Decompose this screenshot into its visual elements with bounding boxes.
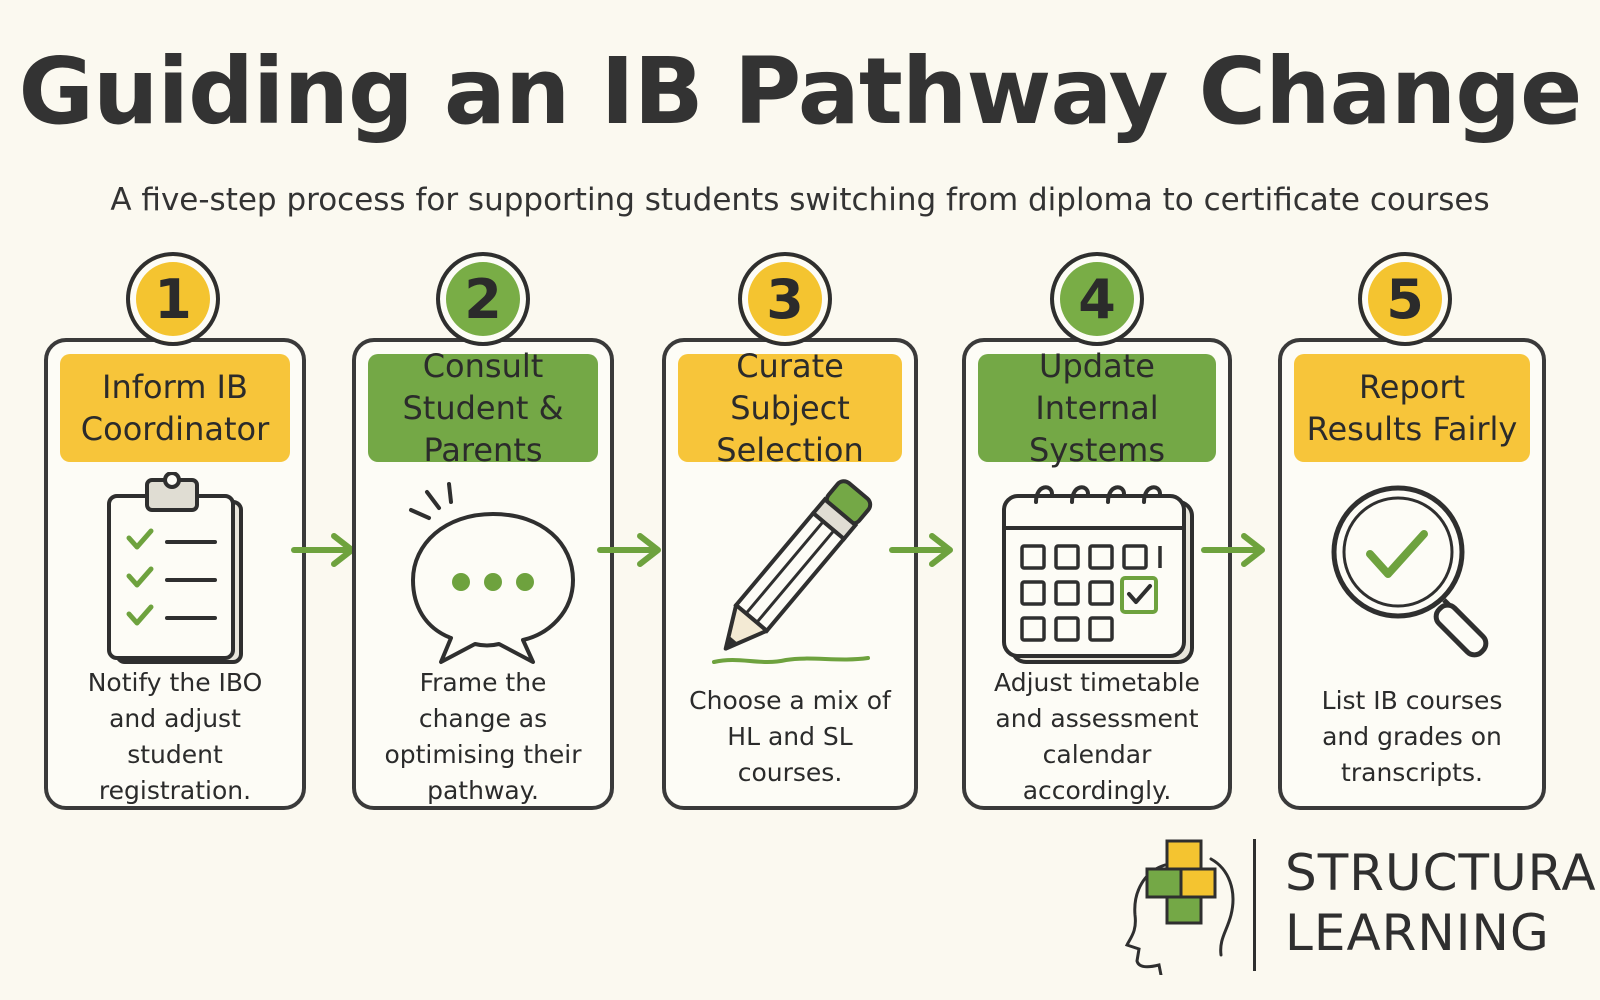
page-subtitle: A five-step process for supporting stude… xyxy=(110,182,1490,218)
structural-learning-logo: STRUCTURAL LEARNING xyxy=(1124,835,1600,977)
step-1-description: Notify the IBO and adjust student regist… xyxy=(87,668,263,805)
arrow-right-icon xyxy=(889,533,953,567)
page-title: Guiding an IB Pathway Change xyxy=(18,38,1583,145)
arrow-right-icon xyxy=(1201,533,1265,567)
step-3-card: Curate Subject Selection Choose a mix of… xyxy=(662,338,918,810)
pencil-icon xyxy=(666,472,914,672)
step-1-card: Inform IB Coordinator Notify the IBO and… xyxy=(44,338,306,810)
step-2-number: 2 xyxy=(436,252,530,346)
step-4-number: 4 xyxy=(1050,252,1144,346)
step-2-description: Frame the change as optimising their pat… xyxy=(384,668,582,805)
step-1-number: 1 xyxy=(126,252,220,346)
speech-bubble-icon xyxy=(356,472,610,672)
step-2-title: Consult Student & Parents xyxy=(368,347,598,469)
step-3-title: Curate Subject Selection xyxy=(678,347,902,469)
step-3-number: 3 xyxy=(738,252,832,346)
calendar-check-icon xyxy=(966,472,1228,672)
step-3-description: Choose a mix of HL and SL courses. xyxy=(689,686,891,787)
step-4-title: Update Internal Systems xyxy=(978,347,1216,469)
logo-divider xyxy=(1253,839,1256,971)
logo-text: STRUCTURAL LEARNING xyxy=(1285,843,1600,963)
step-2-card: Consult Student & Parents Frame the chan… xyxy=(352,338,614,810)
step-5-description: List IB courses and grades on transcript… xyxy=(1321,686,1503,787)
step-4-card: Update Internal Systems xyxy=(962,338,1232,810)
magnifier-check-icon xyxy=(1282,472,1542,672)
clipboard-checklist-icon xyxy=(48,472,302,672)
head-puzzle-logo-icon xyxy=(1124,839,1235,977)
step-5-card: Report Results Fairly List IB courses an… xyxy=(1278,338,1546,810)
step-4-description: Adjust timetable and assessment calendar… xyxy=(994,668,1200,805)
step-5-title: Report Results Fairly xyxy=(1294,354,1530,462)
logo-line-1: STRUCTURAL xyxy=(1285,844,1600,902)
step-1-title: Inform IB Coordinator xyxy=(60,354,290,462)
arrow-right-icon xyxy=(597,533,661,567)
arrow-right-icon xyxy=(291,533,355,567)
step-5-number: 5 xyxy=(1358,252,1452,346)
logo-line-2: LEARNING xyxy=(1285,904,1550,962)
